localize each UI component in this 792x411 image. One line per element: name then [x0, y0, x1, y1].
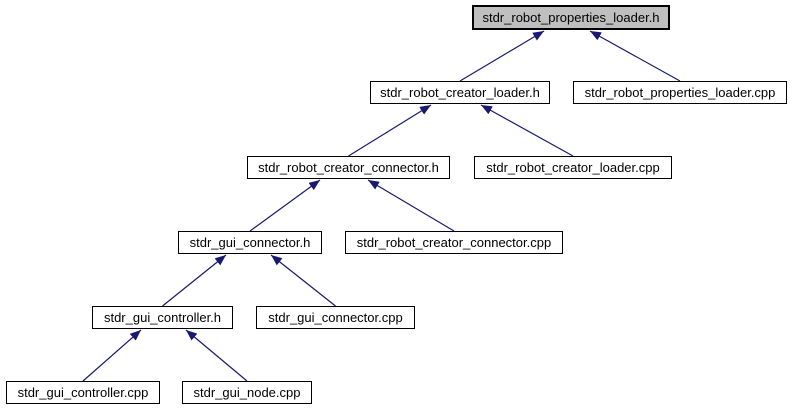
graph-node-label: stdr_robot_creator_loader.cpp: [486, 160, 660, 175]
graph-node-properties_loader_cpp[interactable]: stdr_robot_properties_loader.cpp: [573, 81, 787, 104]
graph-node-gui_connector_cpp[interactable]: stdr_gui_connector.cpp: [256, 306, 415, 329]
graph-node-properties_loader_h: stdr_robot_properties_loader.h: [472, 5, 670, 30]
graph-node-creator_loader_h[interactable]: stdr_robot_creator_loader.h: [370, 81, 550, 104]
graph-node-label: stdr_gui_connector.cpp: [268, 310, 403, 325]
graph-node-label: stdr_gui_node.cpp: [193, 385, 301, 400]
graph-node-label: stdr_gui_connector.h: [189, 235, 311, 250]
graph-node-label: stdr_robot_creator_connector.cpp: [356, 235, 552, 250]
graph-node-label: stdr_gui_controller.h: [103, 310, 222, 325]
graph-node-creator_connector_h[interactable]: stdr_robot_creator_connector.h: [247, 156, 450, 179]
graph-node-creator_connector_cpp[interactable]: stdr_robot_creator_connector.cpp: [345, 231, 563, 254]
graph-node-gui_node_cpp[interactable]: stdr_gui_node.cpp: [182, 381, 312, 404]
graph-node-label: stdr_robot_creator_connector.h: [258, 160, 439, 175]
graph-node-label: stdr_robot_properties_loader.cpp: [584, 85, 776, 100]
graph-node-label: stdr_gui_controller.cpp: [17, 385, 149, 400]
graph-node-gui_controller_cpp[interactable]: stdr_gui_controller.cpp: [6, 381, 160, 404]
graph-node-creator_loader_cpp[interactable]: stdr_robot_creator_loader.cpp: [474, 156, 672, 179]
graph-node-gui_connector_h[interactable]: stdr_gui_connector.h: [178, 231, 322, 254]
graph-node-label: stdr_robot_properties_loader.h: [482, 10, 660, 25]
graph-node-gui_controller_h[interactable]: stdr_gui_controller.h: [92, 306, 233, 329]
graph-node-label: stdr_robot_creator_loader.h: [380, 85, 540, 100]
